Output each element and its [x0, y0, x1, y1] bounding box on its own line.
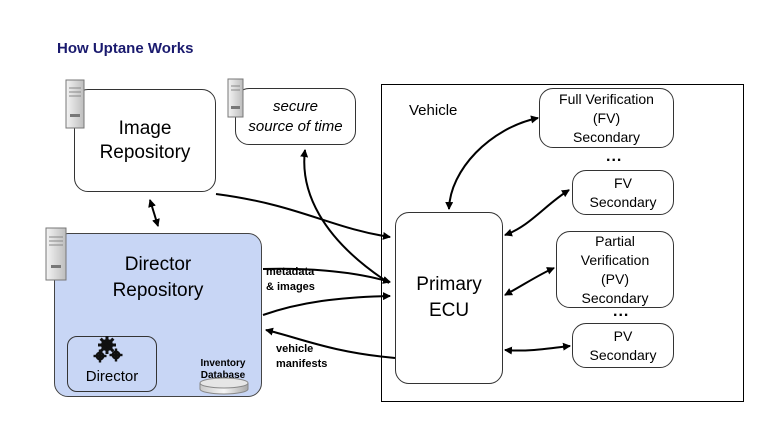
director-repository-line1: Director — [124, 254, 192, 275]
image-repository-box: Image Repository — [74, 89, 216, 192]
manifests-line1: vehicle — [276, 343, 314, 355]
partial-verification-line1: Partial — [595, 232, 635, 249]
fv-secondary-line2: Secondary — [589, 193, 657, 210]
server-icon — [227, 78, 244, 118]
arrow-primary-to-partialpv — [504, 267, 555, 296]
time-source-line2: source of time — [248, 117, 343, 135]
arrow-image-to-director — [148, 199, 160, 227]
partial-verification-line3: (PV) — [601, 270, 629, 287]
full-verification-line2: (FV) — [592, 109, 621, 126]
vehicle-manifests-label: vehicle manifests — [276, 342, 327, 372]
inventory-line1: Inventory — [200, 358, 246, 369]
database-icon — [199, 377, 249, 395]
primary-ecu-line2: ECU — [428, 300, 470, 321]
fv-secondary-line1: FV — [614, 174, 632, 191]
vehicle-label: Vehicle — [409, 102, 458, 119]
arrow-primary-to-fv — [504, 189, 570, 237]
arrow-director-images — [262, 292, 391, 316]
arrow-primary-to-pv — [504, 342, 571, 355]
arrow-director-to-primary — [262, 267, 391, 284]
pv-secondary-line1: PV — [613, 327, 633, 344]
inventory-line2: Database — [200, 370, 246, 381]
partial-verification-secondary-box: Partial Verification (PV) Secondary — [556, 231, 674, 308]
director-sub-label: Director — [85, 368, 139, 385]
server-icon — [45, 227, 67, 281]
fv-secondary-box: FV Secondary — [572, 170, 674, 215]
director-repository-box — [54, 233, 262, 397]
full-verification-line3: Secondary — [573, 128, 640, 145]
arrow-image-to-primary — [215, 193, 391, 240]
primary-ecu-line1: Primary — [416, 274, 482, 295]
manifests-line2: manifests — [276, 358, 328, 370]
ellipsis-pv: ... — [613, 303, 630, 320]
server-icon — [65, 79, 85, 129]
director-repository-line2: Repository — [112, 280, 204, 301]
image-repository-line1: Image — [118, 117, 172, 139]
metadata-line2: & images — [266, 281, 315, 293]
arrow-primary-to-fullfv — [445, 115, 539, 210]
ellipsis-fv: ... — [606, 148, 623, 165]
image-repository-line2: Repository — [99, 141, 191, 163]
arrow-time-to-primary — [300, 149, 390, 284]
partial-verification-line2: Verification — [580, 251, 650, 268]
primary-ecu-box: Primary ECU — [395, 212, 503, 384]
inventory-database-label: Inventory Database — [192, 358, 254, 382]
director-sub-box — [67, 336, 157, 392]
full-verification-line1: Full Verification — [559, 90, 654, 107]
pv-secondary-line2: Secondary — [589, 346, 657, 363]
partial-verification-line4: Secondary — [581, 289, 649, 306]
time-source-line1: secure — [272, 97, 319, 115]
time-source-box: secure source of time — [235, 88, 356, 145]
arrow-primary-to-director — [265, 327, 396, 359]
full-verification-secondary-box: Full Verification (FV) Secondary — [539, 88, 674, 148]
pv-secondary-box: PV Secondary — [572, 323, 674, 368]
gears-icon — [93, 336, 123, 363]
director-repository-label: Director Repository — [54, 252, 262, 304]
diagram-title: How Uptane Works — [57, 40, 194, 57]
